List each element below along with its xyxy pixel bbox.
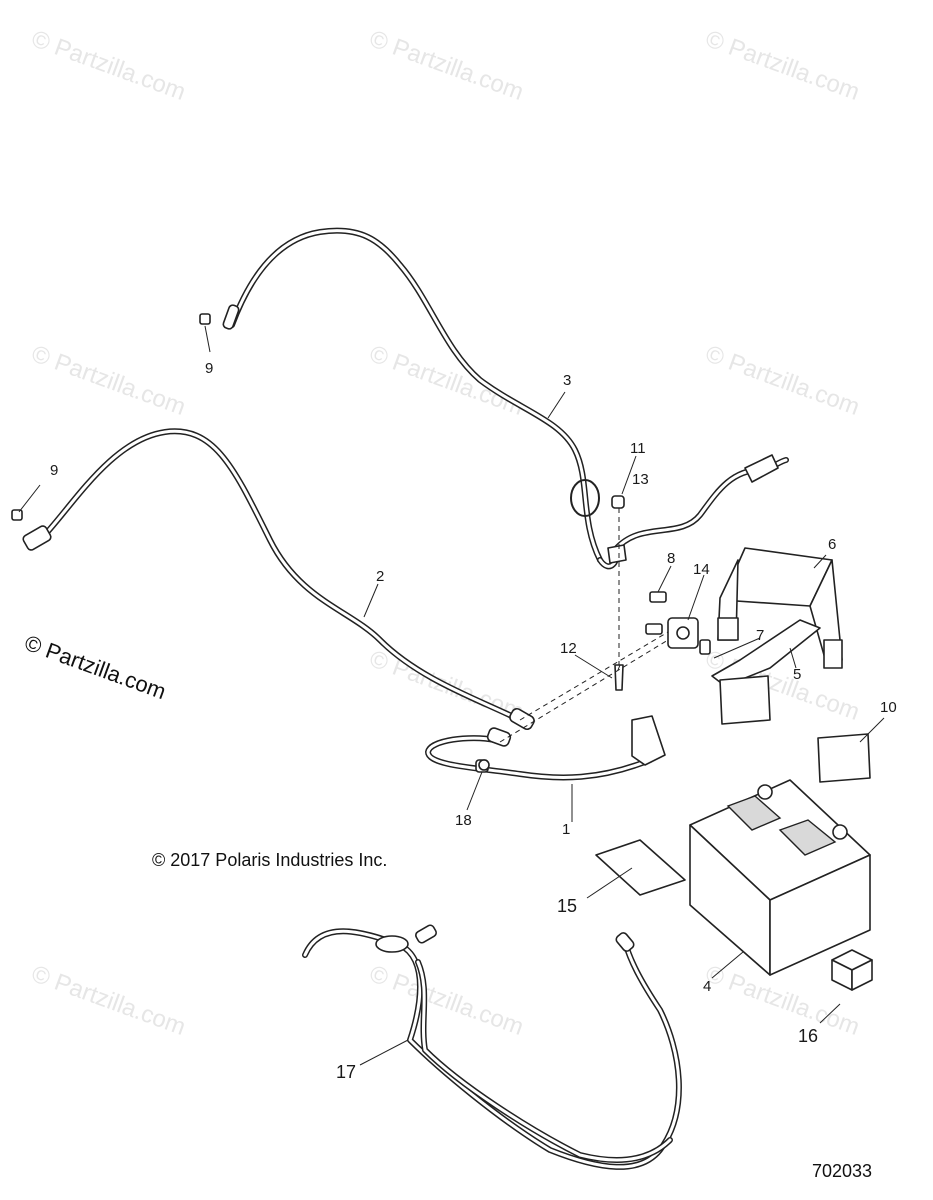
pad-part-15 — [595, 839, 686, 896]
watermark: © Partzilla.com — [702, 25, 863, 106]
cable-part-1 — [425, 715, 666, 781]
battery-holder-part-6 — [717, 547, 843, 669]
pad-part-10a — [719, 675, 771, 725]
cable-part-3 — [222, 227, 789, 570]
assembly-lines — [499, 508, 669, 743]
callout-13: 13 — [632, 471, 649, 488]
watermark: © Partzilla.com — [366, 25, 527, 106]
fuse-part-16 — [831, 949, 873, 991]
cable-tie-part-11 — [570, 479, 600, 517]
leader-lines — [18, 325, 885, 1066]
callout-7: 7 — [756, 627, 764, 644]
watermark: © Partzilla.com — [28, 25, 189, 106]
copyright-notice: © 2017 Polaris Industries Inc. — [152, 850, 388, 870]
pad-part-10b — [817, 733, 871, 783]
callout-3: 3 — [563, 372, 571, 389]
watermark: © Partzilla.com — [28, 340, 189, 421]
callout-11: 11 — [630, 440, 646, 457]
battery-part-4 — [689, 779, 871, 976]
callout-16: 16 — [798, 1026, 818, 1046]
callout-18: 18 — [455, 812, 472, 829]
watermark: © Partzilla.com — [366, 960, 527, 1041]
solenoid-part-14 — [667, 617, 699, 649]
callout-8: 8 — [667, 550, 675, 567]
callout-15: 15 — [557, 896, 577, 916]
watermark: © Partzilla.com — [366, 340, 527, 421]
callout-14: 14 — [693, 561, 710, 578]
callout-9: 9 — [205, 360, 213, 377]
figure-number: 702033 — [812, 1161, 873, 1181]
callout-5: 5 — [793, 666, 801, 683]
callout-9: 9 — [50, 462, 58, 479]
nut-part-18 — [478, 759, 490, 771]
callout-17: 17 — [336, 1062, 356, 1082]
callout-2: 2 — [376, 568, 384, 585]
callout-4: 4 — [703, 978, 711, 995]
callout-12: 12 — [560, 640, 577, 657]
callout-6: 6 — [828, 536, 836, 553]
watermark: © Partzilla.com — [28, 960, 189, 1041]
callout-10: 10 — [880, 699, 897, 716]
watermark: © Partzilla.com — [702, 340, 863, 421]
callout-1: 1 — [562, 821, 570, 838]
callouts: 9 9 3 11 13 2 8 14 6 7 12 5 10 1 18 15 4… — [50, 360, 897, 1082]
harness-part-17 — [302, 924, 682, 1170]
